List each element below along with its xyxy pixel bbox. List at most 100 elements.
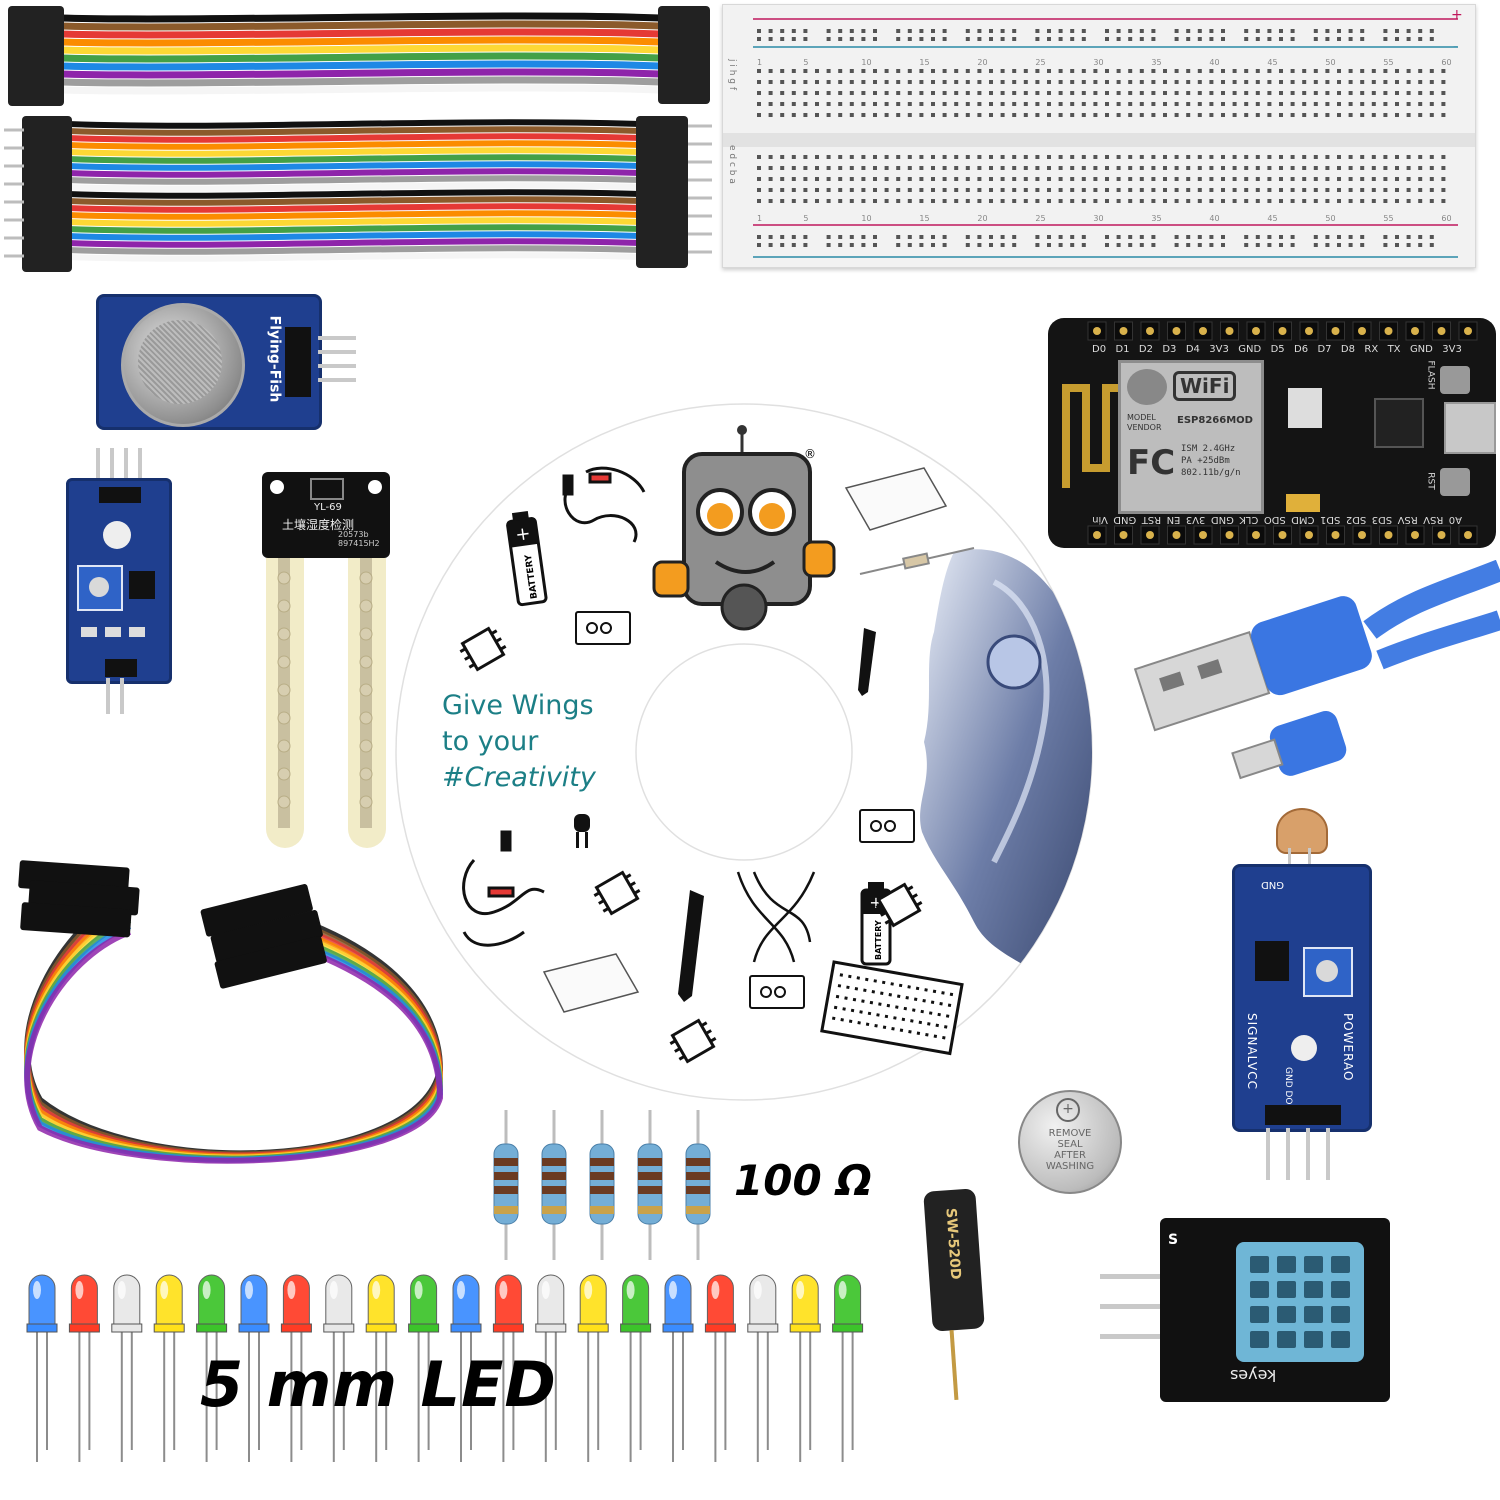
esp8266-module: WiFi MODEL VENDOR ESP8266MOD FC ISM 2.4G… [1118, 360, 1264, 514]
svg-text:1: 1 [757, 214, 762, 223]
model-vendor-text: MODEL VENDOR [1127, 413, 1162, 432]
tilt-switch: SW-520D [923, 1188, 985, 1332]
svg-text:30: 30 [1093, 214, 1103, 223]
svg-text:40: 40 [1209, 58, 1219, 67]
gas-sensor-can [121, 303, 245, 427]
pin-label-top: GND [1238, 344, 1262, 355]
breadboard-row-letters-bottom: e d c b a [727, 145, 737, 184]
jumper-wires-male [4, 116, 712, 272]
tagline-line-1: Give Wings [442, 690, 594, 721]
jumper-wires-icon [736, 871, 816, 963]
dht-brand: keyes [1230, 1366, 1277, 1385]
dht-vent [1331, 1306, 1350, 1323]
pin-label-top: TX [1387, 344, 1401, 355]
gas-sensor-pins [318, 336, 356, 340]
ldr-gnd-label: GND [1261, 879, 1284, 890]
pin-label-top: D4 [1185, 344, 1200, 355]
breadboard-icon [820, 960, 964, 1056]
potentiometer [77, 565, 123, 611]
ic-chip-icon [459, 626, 923, 1064]
buzzer-text-3: AFTER [1054, 1150, 1086, 1161]
alligator-clips-icon [562, 466, 646, 543]
dht-vent [1331, 1281, 1350, 1298]
svg-text:35: 35 [1151, 58, 1161, 67]
pin-label-top: D0 [1092, 344, 1107, 355]
tilt-switch-lead [949, 1329, 959, 1401]
dht-pins [1100, 1274, 1170, 1279]
svg-text:15: 15 [919, 58, 929, 67]
dht-vent [1277, 1331, 1296, 1348]
pin-label-bottom: 3V3 [1185, 514, 1206, 525]
breadboard-holes: 1155101015152020252530303535404045455050… [723, 18, 1475, 258]
pin-label-bottom: EN [1166, 514, 1181, 525]
svg-text:30: 30 [1093, 58, 1103, 67]
pin-label-top: 3V3 [1209, 344, 1229, 355]
fc-mark: FC [1127, 443, 1176, 483]
pin-label-bottom: A0 [1448, 514, 1462, 525]
spec-line-1: ISM 2.4GHz [1181, 444, 1236, 454]
esp-module-text: ESP8266MOD [1177, 415, 1253, 426]
pin-label-top: D1 [1115, 344, 1130, 355]
soil-probe-model: YL-69 [314, 502, 342, 513]
buzzer: + REMOVE SEAL AFTER WASHING [1018, 1090, 1122, 1194]
svg-text:5: 5 [803, 214, 808, 223]
svg-text:45: 45 [1267, 214, 1277, 223]
micro-usb-port [1444, 402, 1496, 454]
ldr-right-labels: POWERAO [1341, 1013, 1355, 1082]
dht-vent [1304, 1256, 1323, 1273]
pin-label-bottom: RSV [1397, 514, 1418, 525]
dht-s-label: S [1168, 1232, 1179, 1248]
ldr-module-pins [1266, 1128, 1270, 1180]
dht-sensor [1236, 1242, 1364, 1362]
buzzer-text-4: WASHING [1045, 1161, 1095, 1172]
pin-label-bottom: GND [1113, 514, 1137, 525]
pin-label-bottom: SDO [1263, 514, 1286, 525]
pin-label-bottom: SD1 [1319, 514, 1341, 525]
svg-text:BATTERY: BATTERY [874, 920, 883, 960]
usb-serial-chip [1374, 398, 1424, 448]
pin-label-bottom: GND [1210, 514, 1234, 525]
ldr-sensor [1276, 808, 1328, 854]
svg-text:60: 60 [1441, 214, 1451, 223]
wifi-logo: WiFi [1173, 371, 1237, 401]
robot-mascot: ® [652, 425, 836, 631]
dht-vent [1250, 1281, 1269, 1298]
spec-line-3: 802.11b/g/n [1181, 468, 1241, 478]
pin-label-top: D3 [1162, 344, 1177, 355]
tagline-line-3: #Creativity [442, 762, 596, 793]
svg-text:40: 40 [1209, 214, 1219, 223]
dht-module: S keyes [1160, 1218, 1390, 1402]
svg-text:45: 45 [1267, 58, 1277, 67]
svg-text:55: 55 [1383, 58, 1393, 67]
soldering-pen-icon [678, 628, 876, 1002]
jumper-wires-female [8, 6, 710, 106]
dht-vent [1331, 1331, 1350, 1348]
buzzer-text-1: REMOVE [1048, 1128, 1092, 1139]
dht-vent [1250, 1331, 1269, 1348]
sensor-module-left [66, 478, 172, 684]
svg-text:1: 1 [757, 58, 762, 67]
pin-label-top: D8 [1340, 344, 1355, 355]
ldr-module: GND SIGNALVCC POWERAO GND DO [1232, 864, 1372, 1132]
tilt-switch-text: SW-520D [942, 1207, 964, 1281]
dht-vent [1304, 1306, 1323, 1323]
cd-disc: ® + BATTERY + BATTERY [395, 403, 1093, 1101]
usb-cable [1133, 560, 1500, 780]
dht-vent [1304, 1281, 1323, 1298]
dht-vent [1277, 1281, 1296, 1298]
pin-label-top: D6 [1294, 344, 1309, 355]
alligator-clips-icon-2 [462, 830, 545, 947]
ldr-potentiometer [1303, 947, 1353, 997]
breadboard-plus-label: + [1451, 7, 1463, 23]
svg-text:60: 60 [1441, 58, 1451, 67]
svg-text:50: 50 [1325, 58, 1335, 67]
dht-vent [1250, 1256, 1269, 1273]
svg-text:5: 5 [803, 58, 808, 67]
spec-line-2: PA +25dBm [1181, 456, 1230, 466]
pin-label-bottom: Vin [1092, 514, 1108, 525]
buzzer-text-2: SEAL [1057, 1139, 1083, 1150]
breadboard-row-letters-top: j i h g f [727, 59, 737, 91]
dev-board-icon [542, 467, 948, 1013]
svg-text:50: 50 [1325, 214, 1335, 223]
